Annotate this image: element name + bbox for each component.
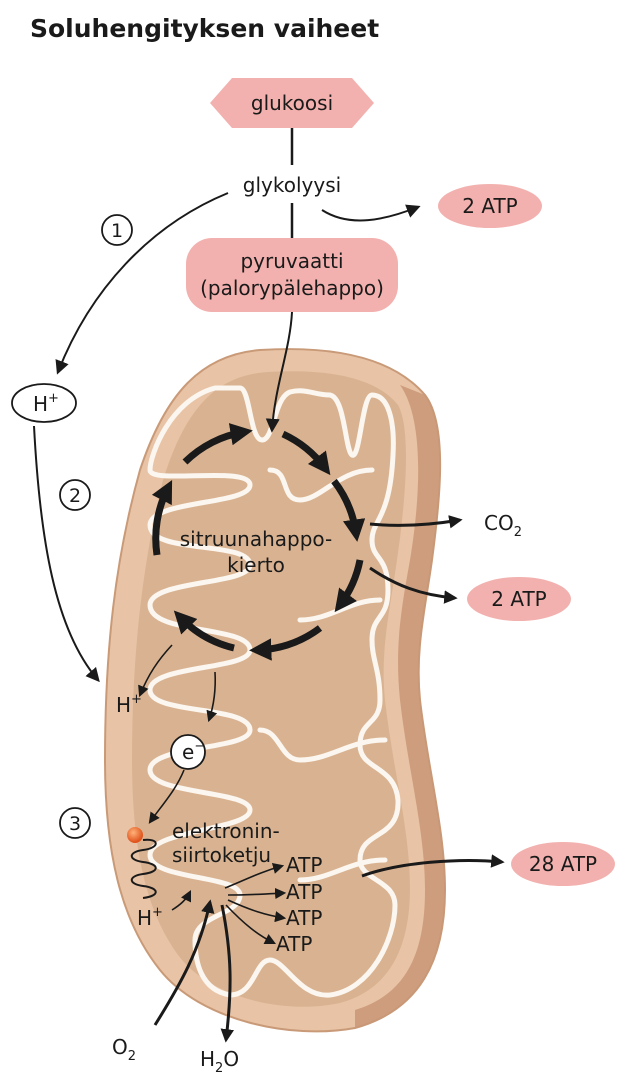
- co2-base: CO: [484, 511, 514, 535]
- step-2-marker: 2: [60, 480, 90, 510]
- co2-sub: 2: [514, 525, 522, 540]
- step-3-label: 3: [69, 813, 81, 835]
- atp-small-4: ATP: [276, 932, 312, 956]
- hplus-node-top: H+: [12, 384, 76, 422]
- pyruvate-node: pyruvaatti (palorypälehappo): [186, 238, 398, 312]
- atp-badge-etc: 28 ATP: [511, 842, 615, 886]
- electron-carrier-dot: [127, 827, 143, 843]
- cycle-label-line2: kierto: [227, 553, 285, 577]
- glucose-label: glukoosi: [251, 91, 333, 115]
- glucose-node: glukoosi: [210, 78, 374, 128]
- mitochondrion: [105, 349, 445, 1031]
- atp-small-3: ATP: [286, 906, 322, 930]
- etc-label-line2: siirtoketju: [172, 843, 271, 867]
- co2-label: CO2: [484, 511, 522, 540]
- hplus-membrane-arrow: [34, 426, 98, 680]
- glycolysis-label: glykolyysi: [243, 173, 341, 197]
- diagram-title: Soluhengityksen vaiheet: [30, 14, 379, 43]
- hplus-bottom-symbol: H: [137, 906, 152, 930]
- mitochondrion-matrix: [132, 371, 410, 1007]
- hplus-middle-symbol: H: [116, 693, 131, 717]
- step-1-label: 1: [111, 220, 123, 242]
- water-sub: 2: [215, 1061, 223, 1075]
- atp-badge-citric-label: 2 ATP: [491, 587, 547, 611]
- atp-small-2: ATP: [286, 880, 322, 904]
- hplus-top-charge: +: [48, 391, 59, 406]
- step-2-label: 2: [69, 485, 81, 507]
- hplus-middle-charge: +: [131, 692, 142, 707]
- water-h: H: [200, 1047, 215, 1071]
- step-1-marker: 1: [102, 215, 132, 245]
- electron-charge: −: [194, 739, 205, 754]
- step-3-marker: 3: [60, 808, 90, 838]
- hplus-bottom-charge: +: [152, 905, 163, 920]
- water-o: O: [223, 1047, 239, 1071]
- atp-small-1: ATP: [286, 853, 322, 877]
- etc-label-line1: elektronin-: [172, 819, 280, 843]
- atp-badge-glycolysis-label: 2 ATP: [462, 194, 518, 218]
- oxygen-base: O: [112, 1035, 128, 1059]
- water-label: H2O: [200, 1047, 239, 1075]
- pyruvate-label-line2: (palorypälehappo): [200, 276, 384, 300]
- electron-symbol: e: [182, 740, 194, 764]
- atp-badge-etc-label: 28 ATP: [529, 852, 597, 876]
- atp-badge-citric: 2 ATP: [467, 577, 571, 621]
- cycle-label-line1: sitruunahappo-: [180, 527, 332, 551]
- oxygen-label: O2: [112, 1035, 136, 1064]
- atp-badge-glycolysis: 2 ATP: [438, 184, 542, 228]
- glycolysis-atp-arrow: [322, 207, 418, 220]
- electron-node: e−: [171, 735, 205, 769]
- hplus-top-symbol: H: [33, 392, 48, 416]
- pyruvate-label-line1: pyruvaatti: [240, 249, 343, 273]
- oxygen-sub: 2: [128, 1049, 136, 1064]
